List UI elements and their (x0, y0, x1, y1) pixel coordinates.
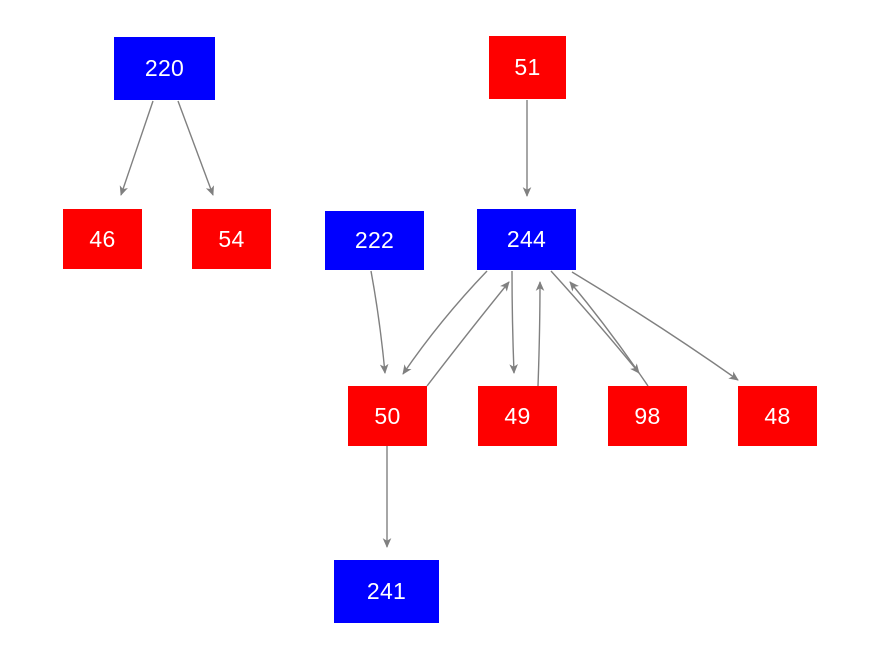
graph-edge-49-to-244 (535, 281, 545, 387)
graph-node-50[interactable]: 50 (348, 386, 427, 446)
graph-node-48[interactable]: 48 (738, 386, 817, 446)
graph-node-label: 220 (144, 55, 185, 81)
graph-node-244[interactable]: 244 (477, 209, 576, 270)
graph-node-label: 222 (354, 227, 395, 253)
graph-edge-244-to-49 (509, 270, 518, 374)
graph-node-label: 241 (366, 578, 407, 604)
graph-node-241[interactable]: 241 (334, 560, 439, 623)
graph-node-220[interactable]: 220 (114, 37, 215, 100)
graph-node-222[interactable]: 222 (325, 211, 424, 270)
graph-edge-50-to-244 (426, 281, 510, 387)
graph-node-46[interactable]: 46 (63, 209, 142, 269)
graph-node-49[interactable]: 49 (478, 386, 557, 446)
graph-node-label: 51 (514, 54, 541, 80)
graph-node-label: 54 (218, 225, 245, 252)
graph-node-label: 46 (89, 225, 116, 252)
graph-edge-244-to-98 (550, 270, 640, 374)
graph-edge-244-to-50 (402, 270, 488, 375)
graph-edge-244-to-48 (571, 271, 739, 381)
graph-edge-98-to-244 (569, 281, 649, 387)
graph-edge-222-to-50 (370, 270, 389, 374)
graph-edge-220-to-54 (177, 100, 214, 196)
graph-node-51[interactable]: 51 (489, 36, 566, 99)
graph-node-54[interactable]: 54 (192, 209, 271, 269)
graph-edge-220-to-46 (119, 100, 154, 196)
graph-node-98[interactable]: 98 (608, 386, 687, 446)
graph-node-label: 98 (634, 402, 661, 429)
graph-node-label: 50 (374, 402, 401, 429)
graph-node-label: 244 (506, 226, 547, 252)
graph-node-label: 48 (764, 402, 791, 429)
graph-node-label: 49 (504, 402, 531, 429)
